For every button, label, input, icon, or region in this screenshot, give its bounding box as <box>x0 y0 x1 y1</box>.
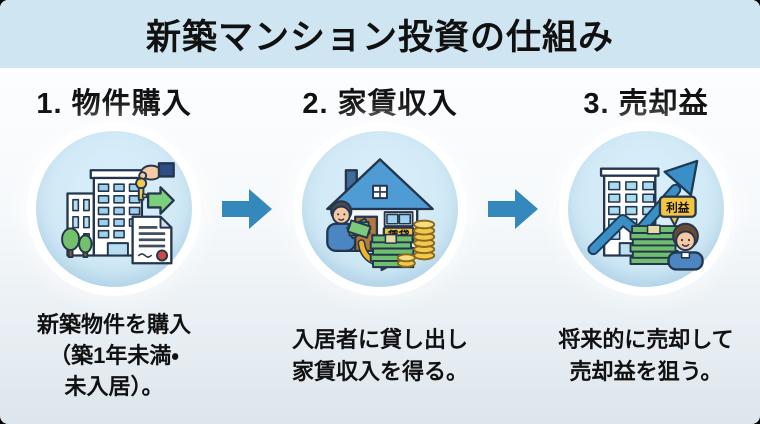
green-arrow-icon <box>146 186 175 216</box>
step-1-circle <box>36 131 192 288</box>
step-1-desc-wrap: 新築物件を購入 （築1年未満・ 未入居）。 <box>37 287 191 424</box>
tree-icon <box>61 227 93 259</box>
step-2-heading: 2. 家賃収入 <box>302 88 458 120</box>
growth-arrow-icon <box>587 160 699 256</box>
profit-bubble-label: 利益 <box>666 201 690 215</box>
step-3-sale-profit: 3. 売却益 <box>538 68 754 424</box>
step-3-desc-wrap: 将来的に売却して 売却益を狙う。 <box>558 287 733 424</box>
step-1-description: 新築物件を購入 （築1年未満・ 未入居）。 <box>36 311 191 400</box>
right-arrow-icon <box>222 189 272 229</box>
flow-arrow-1 <box>222 186 272 424</box>
hand-key-icon <box>135 162 175 202</box>
step-2-description: 入居者に貸し出し 家賃収入を得る。 <box>291 327 468 384</box>
step-1-heading: 1. 物件購入 <box>36 88 192 120</box>
profit-bubble-icon: 利益 <box>658 195 697 227</box>
step-3-heading: 3. 売却益 <box>583 88 709 120</box>
header: 新築マンション投資の仕組み <box>0 0 760 68</box>
coin-stack-icon <box>396 220 436 269</box>
flow-arrow-2 <box>488 186 538 424</box>
cash-fan-icon <box>346 217 372 240</box>
page-title: 新築マンション投資の仕組み <box>145 17 614 57</box>
step-3-circle: 利益 <box>568 131 724 288</box>
building-growth-profit-icon: 利益 <box>587 160 704 271</box>
right-arrow-icon <box>488 189 538 229</box>
step-2-circle: 賃貸 <box>302 131 458 288</box>
contract-document-icon <box>131 215 173 265</box>
step-3-description: 将来的に売却して 売却益を狙う。 <box>558 327 734 384</box>
step-2-rent-income: 2. 家賃収入 <box>272 68 488 424</box>
steps-row: 1. 物件購入 <box>0 68 760 424</box>
investor-person-icon <box>667 223 704 271</box>
house-rent-money-icon: 賃貸 <box>326 158 436 272</box>
building-key-contract-icon <box>61 162 175 265</box>
step-2-desc-wrap: 入居者に貸し出し 家賃収入を得る。 <box>292 287 468 424</box>
step-1-property-purchase: 1. 物件購入 <box>6 68 222 424</box>
